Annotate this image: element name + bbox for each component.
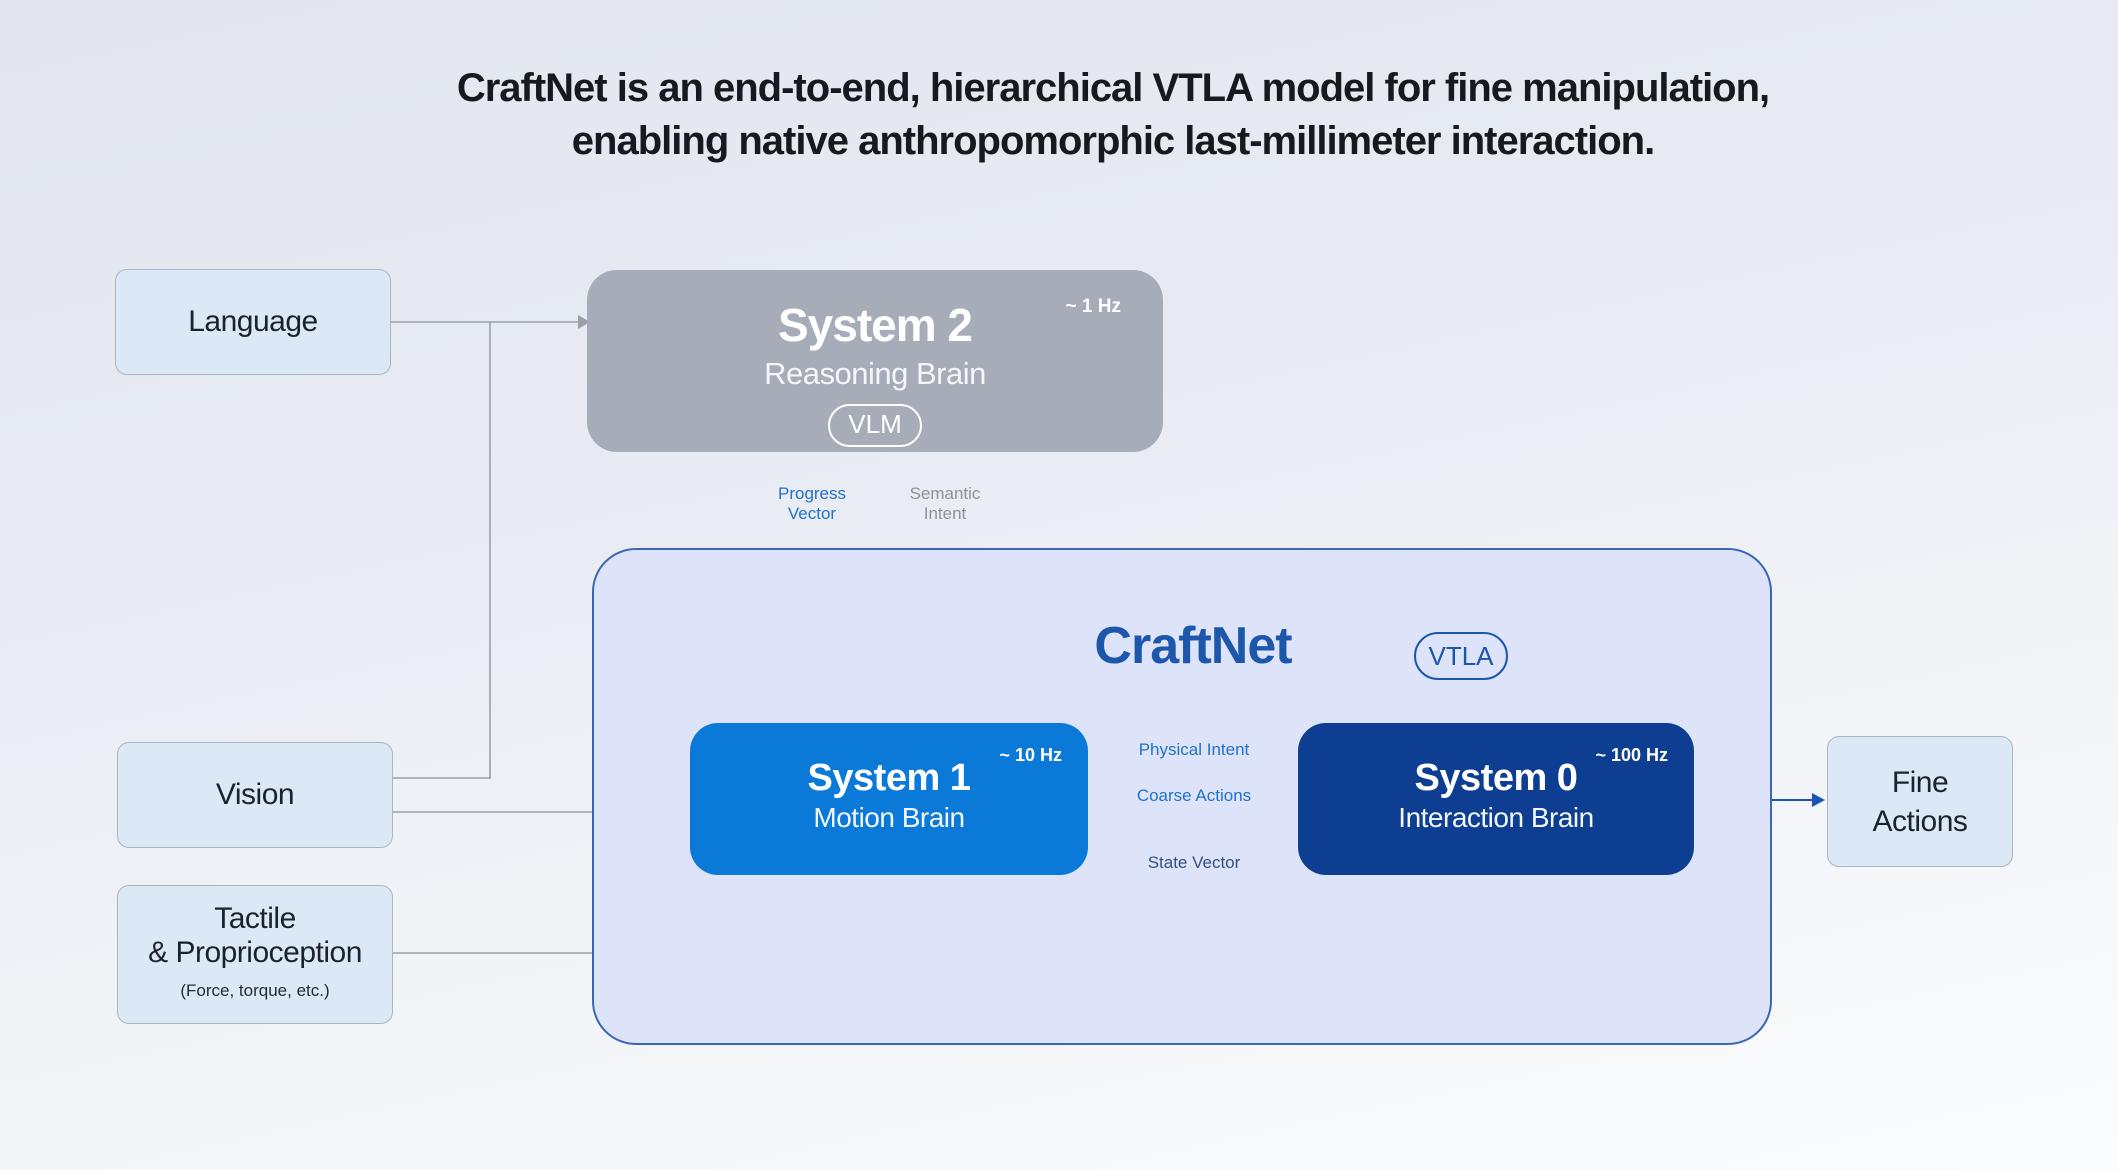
fine-actions-line1: Fine	[1891, 765, 1949, 799]
system1-subtitle: Motion Brain	[813, 802, 965, 833]
fine-actions-box: Fine Actions	[1827, 736, 2013, 867]
system0-subtitle: Interaction Brain	[1398, 802, 1594, 833]
arrowhead-system0-to-fine-actions	[1812, 793, 1825, 807]
vlm-badge: VLM	[828, 404, 922, 447]
language-label: Language	[188, 305, 318, 338]
vision-box: Vision	[117, 742, 393, 848]
system1-box: ~ 10 Hz System 1 Motion Brain	[690, 723, 1088, 875]
craftnet-title: CraftNet	[1094, 617, 1292, 675]
headline-line2: enabling native anthropomorphic last-mil…	[571, 119, 1655, 163]
system2-rate-badge: ~ 1 Hz	[1065, 296, 1121, 317]
semantic-intent-label-line2: Intent	[923, 504, 967, 523]
progress-vector-label-line1: Progress	[777, 484, 847, 503]
system2-subtitle: Reasoning Brain	[764, 356, 986, 391]
system2-title: System 2	[777, 299, 973, 351]
coarse-actions-label: Coarse Actions	[1136, 786, 1252, 805]
language-box: Language	[115, 269, 391, 375]
progress-vector-label: Progress Vector	[752, 484, 872, 524]
headline-line1: CraftNet is an end-to-end, hierarchical …	[456, 66, 1770, 110]
system0-box: ~ 100 Hz System 0 Interaction Brain	[1298, 723, 1694, 875]
edge-vision-branch-to-system2	[392, 322, 491, 779]
state-vector-label: State Vector	[1147, 853, 1241, 872]
vtla-badge: VTLA	[1414, 632, 1508, 680]
system0-rate-badge: ~ 100 Hz	[1595, 745, 1668, 765]
headline: CraftNet is an end-to-end, hierarchical …	[260, 62, 1966, 168]
progress-vector-label-line2: Vector	[787, 504, 837, 523]
tactile-label-line1: Tactile	[214, 901, 296, 935]
fine-actions-line2: Actions	[1872, 804, 1968, 838]
vision-label: Vision	[215, 778, 295, 811]
system1-rate-badge: ~ 10 Hz	[999, 745, 1062, 765]
system1-title: System 1	[807, 757, 971, 799]
system2-box: ~ 1 Hz System 2 Reasoning Brain VLM	[587, 270, 1163, 452]
physical-intent-label: Physical Intent	[1138, 740, 1250, 759]
semantic-intent-label: Semantic Intent	[885, 484, 1005, 524]
tactile-label-line2: & Proprioception	[148, 935, 362, 969]
semantic-intent-label-line1: Semantic	[909, 484, 981, 503]
system0-title: System 0	[1414, 757, 1578, 799]
tactile-sublabel: (Force, torque, etc.)	[180, 980, 330, 1000]
tactile-proprioception-box: Tactile & Proprioception (Force, torque,…	[117, 885, 393, 1024]
